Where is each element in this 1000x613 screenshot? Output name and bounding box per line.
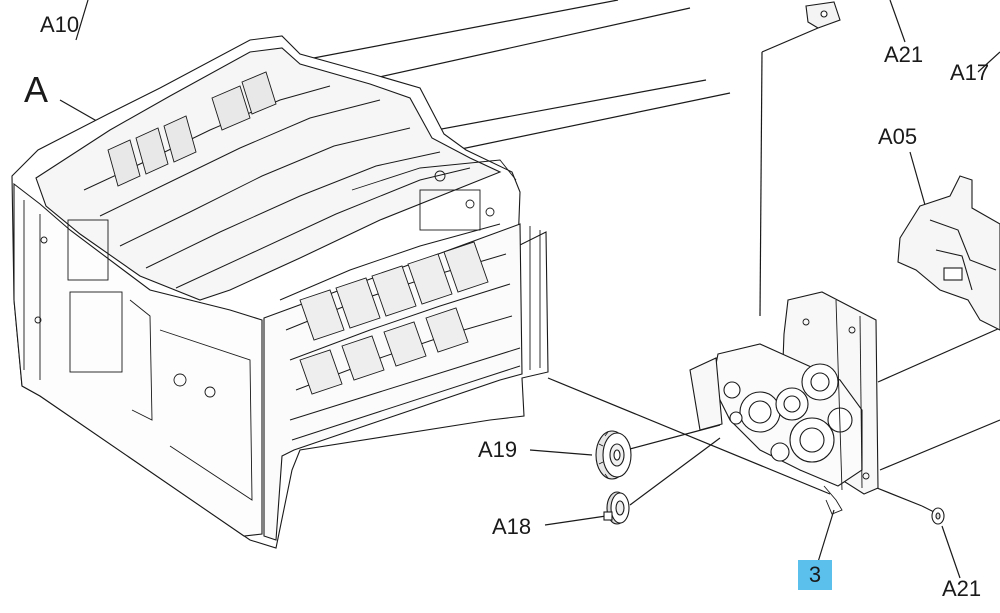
a05-bracket [897, 175, 1000, 331]
side-panel-details [23, 200, 253, 501]
guide-rail-3 [419, 79, 707, 134]
a21-top-bracket [805, 1, 841, 29]
label-a: A [24, 69, 49, 110]
a18-gear [603, 491, 630, 525]
guide-a18 [629, 437, 721, 506]
guide-rail-2 [329, 7, 691, 89]
label-a19: A19 [478, 437, 518, 462]
a19-gear [595, 430, 632, 480]
drive-left-bracket [689, 357, 723, 431]
guide-vertical [759, 51, 763, 317]
callout-3-badge[interactable]: 3 [798, 560, 832, 590]
a21-bottom-screw [921, 505, 945, 525]
leader-a [59, 99, 103, 125]
guide-rail-4 [441, 92, 731, 154]
leader-a17 [977, 51, 1000, 73]
printer-chassis [11, 35, 549, 549]
chassis-left [13, 182, 263, 537]
leader-callout-3 [817, 509, 835, 563]
guide-drive-screw [871, 485, 923, 507]
paper-guide-fingers [299, 241, 489, 395]
guide-a21-top [761, 27, 819, 53]
leader-lines [59, 0, 1000, 579]
label-a10: A10 [40, 12, 80, 37]
leader-a21-top [889, 0, 906, 43]
guide-chassis-drive [547, 377, 831, 495]
leader-a05 [909, 151, 926, 206]
guide-rail-1 [281, 0, 619, 65]
label-a05: A05 [878, 124, 918, 149]
leader-a10 [75, 0, 89, 41]
right-frame-details [351, 159, 541, 370]
leader-a19 [529, 449, 593, 456]
drive-details [802, 299, 870, 515]
leader-a18 [544, 515, 607, 526]
label-a21-top: A21 [884, 42, 924, 67]
label-a18: A18 [492, 514, 532, 539]
upper-fingers [107, 71, 277, 187]
label-a21-bottom: A21 [942, 576, 982, 601]
leader-a21-bottom [941, 525, 961, 579]
drive-assembly [689, 291, 879, 515]
label-a17: A17 [950, 60, 990, 85]
guide-drive-right [879, 419, 1000, 471]
guide-drive-a05 [877, 327, 1000, 383]
